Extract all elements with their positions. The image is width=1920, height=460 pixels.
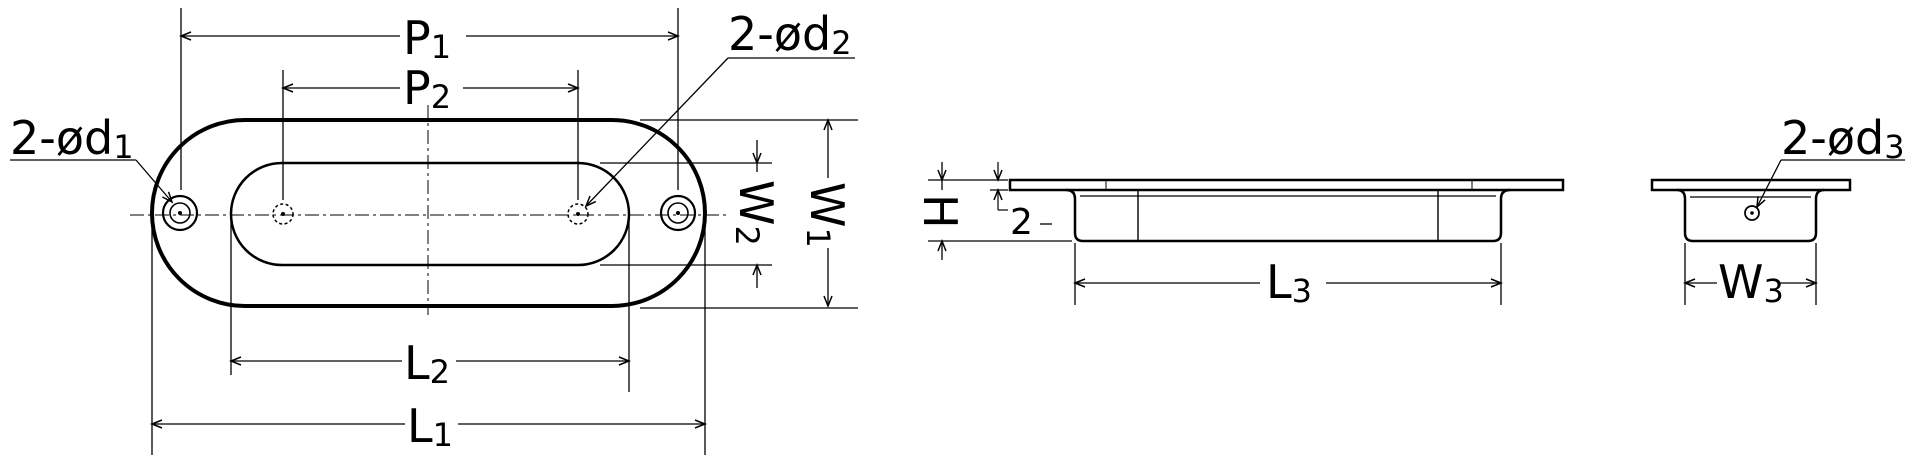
label-l2: L2 — [404, 336, 450, 391]
side-view: H 2 L3 — [913, 162, 1565, 310]
label-l3: L3 — [1266, 255, 1312, 310]
side-flange-plate — [1008, 178, 1565, 192]
label-w2: W2 — [728, 180, 783, 246]
label-w1: W1 — [799, 182, 854, 248]
leader-d3-arrow — [1756, 159, 1782, 209]
hole-d2-left — [272, 203, 294, 225]
top-view: P1 P2 L2 L1 W1 W2 2-ød1 2-ød2 — [10, 7, 858, 455]
leader-d1-arrow — [135, 159, 174, 204]
hole-d3 — [1744, 205, 1760, 221]
leader-d2-arrow — [584, 57, 729, 208]
label-h: H — [913, 194, 967, 229]
label-p2: P2 — [403, 61, 451, 116]
hole-d1-left — [161, 194, 199, 232]
label-thickness: 2 — [1010, 202, 1033, 243]
end-body-outline — [1676, 188, 1825, 243]
hole-d2-right — [567, 203, 589, 225]
inner-recess-outline — [229, 161, 631, 267]
label-p1: P1 — [403, 11, 451, 66]
label-l1: L1 — [407, 399, 453, 454]
end-view: W3 2-ød3 — [1650, 111, 1905, 310]
label-d2: 2-ød2 — [728, 7, 852, 62]
hole-d1-right — [659, 194, 697, 232]
label-d3: 2-ød3 — [1781, 111, 1905, 166]
label-d1: 2-ød1 — [10, 111, 134, 166]
label-w3: W3 — [1718, 255, 1784, 310]
end-flange-plate — [1650, 178, 1852, 192]
side-body-outline — [1065, 188, 1511, 243]
